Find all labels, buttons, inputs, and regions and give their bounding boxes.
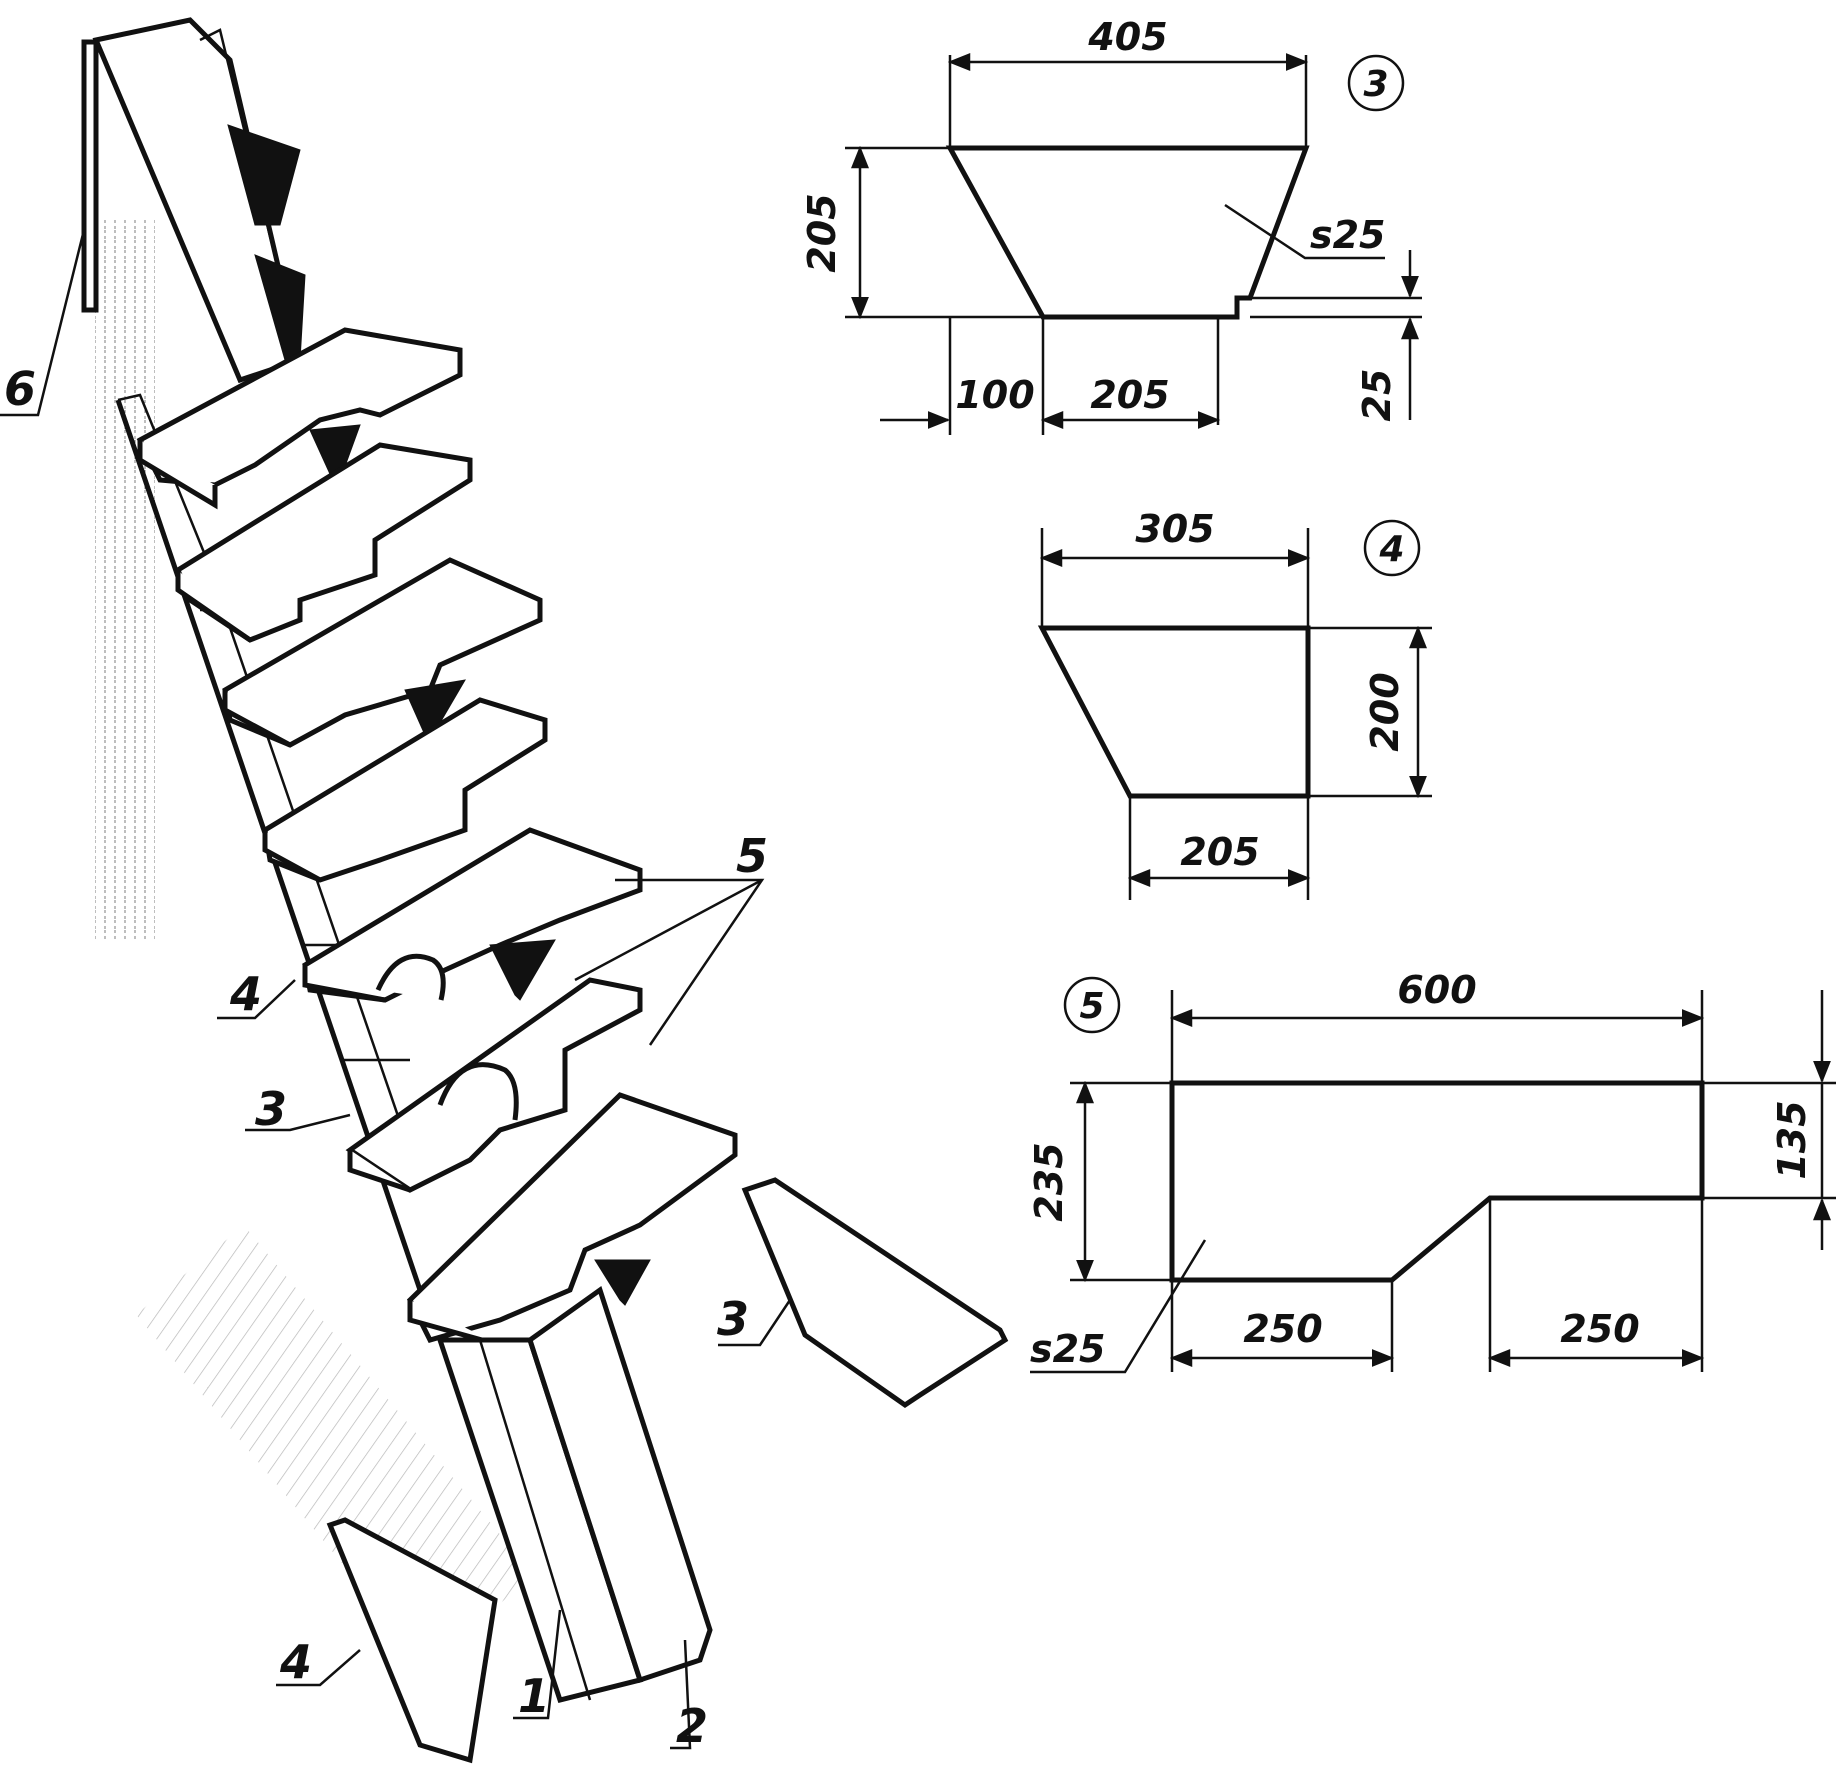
thickness-5: s25	[1030, 1327, 1106, 1371]
bracket-3-shape	[945, 145, 1310, 320]
label-4-upper: 4	[229, 967, 262, 1021]
treads	[136, 327, 738, 1348]
detail-5: 5 600 235 135 250 250 s25	[1027, 968, 1836, 1374]
badge-5-label: 5	[1079, 986, 1104, 1027]
dim-3-height: 205	[800, 193, 844, 272]
detail-4: 4 305 200 205	[1037, 507, 1432, 900]
bracket-4-shape	[1037, 625, 1311, 799]
dim-5-left: 250	[1243, 1307, 1322, 1351]
leader-lines	[0, 229, 792, 1750]
dim-4-top: 305	[1135, 507, 1214, 551]
dim-4-height: 200	[1363, 672, 1407, 751]
thickness-3: s25	[1310, 213, 1386, 257]
wall-board-6	[81, 17, 303, 384]
dim-3-notch: 25	[1355, 369, 1399, 422]
dim-5-height: 235	[1027, 1142, 1071, 1221]
dim-3-left-offset: 100	[955, 373, 1034, 417]
badge-4-circle	[1363, 519, 1421, 577]
stair-perspective-view: 6 4 3 5 3 4 1 2	[0, 17, 1009, 1764]
dim-5-length: 600	[1397, 968, 1476, 1012]
label-5: 5	[736, 829, 768, 883]
tread-5-shape	[1169, 1080, 1705, 1283]
upper-brackets	[227, 124, 306, 361]
dim-4-bottom: 205	[1180, 830, 1259, 874]
label-3-upper: 3	[255, 1082, 287, 1136]
lower-stringers	[436, 1285, 713, 1703]
badge-3-circle	[1347, 54, 1405, 112]
loose-bracket-3	[741, 1177, 1009, 1409]
label-2: 2	[676, 1699, 708, 1753]
wall-surface	[95, 220, 534, 1665]
dim-3-top: 405	[1087, 15, 1167, 59]
badge-5-circle	[1063, 976, 1121, 1034]
label-1: 1	[518, 1669, 550, 1723]
dim-3-bottom: 205	[1090, 373, 1169, 417]
loose-bracket-4	[326, 1517, 498, 1764]
label-4-loose: 4	[279, 1635, 312, 1689]
label-3-loose: 3	[717, 1292, 749, 1346]
badge-4-label: 4	[1378, 529, 1404, 570]
dim-5-step-height: 135	[1770, 1100, 1814, 1179]
dim-5-right: 250	[1560, 1307, 1639, 1351]
label-6: 6	[4, 362, 36, 416]
detail-3: 3 405 205 100 205 25 s25	[800, 15, 1422, 435]
badge-3-label: 3	[1363, 64, 1388, 105]
